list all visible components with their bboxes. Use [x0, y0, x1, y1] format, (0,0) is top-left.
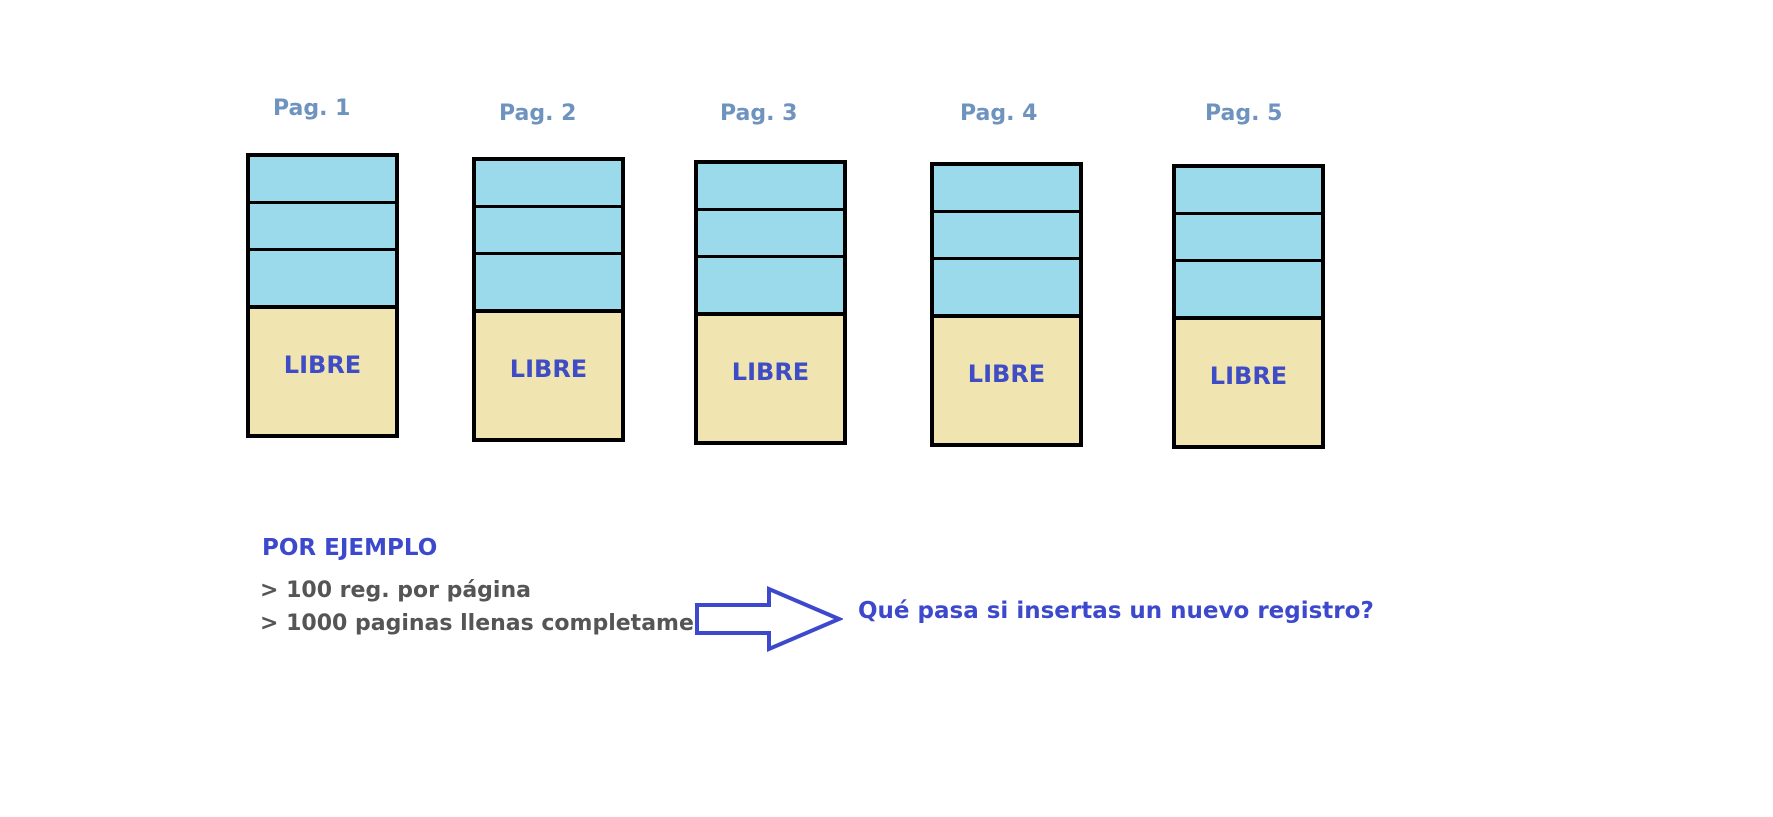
record-slot: [934, 166, 1079, 213]
page-label-5: Pag. 5: [1205, 101, 1283, 126]
record-slot: [698, 258, 843, 316]
page-block-3: LIBRE: [694, 160, 847, 445]
record-slot: [698, 164, 843, 211]
page-label-3: Pag. 3: [720, 101, 798, 126]
record-slot: [934, 213, 1079, 260]
question-text: Qué pasa si insertas un nuevo registro?: [858, 598, 1374, 624]
free-label: LIBRE: [283, 351, 362, 379]
page-label-2: Pag. 2: [499, 101, 577, 126]
page-block-5: LIBRE: [1172, 164, 1325, 449]
record-slot: [250, 204, 395, 251]
right-arrow-icon: [695, 585, 843, 653]
page-label-1: Pag. 1: [273, 96, 351, 121]
example-line-2: > 1000 paginas llenas completamente: [260, 611, 735, 636]
page-block-1: LIBRE: [246, 153, 399, 438]
example-line-1: > 100 reg. por página: [260, 578, 531, 603]
record-slot: [1176, 262, 1321, 320]
free-label: LIBRE: [731, 358, 810, 386]
record-slot: [1176, 168, 1321, 215]
free-label: LIBRE: [1209, 362, 1288, 390]
record-slot: [476, 161, 621, 208]
record-slot: [1176, 215, 1321, 262]
page-block-2: LIBRE: [472, 157, 625, 442]
record-slot: [250, 157, 395, 204]
free-space: LIBRE: [934, 318, 1079, 439]
free-label: LIBRE: [509, 355, 588, 383]
example-title: POR EJEMPLO: [262, 535, 438, 561]
free-space: LIBRE: [250, 309, 395, 430]
free-label: LIBRE: [967, 360, 1046, 388]
record-slot: [476, 208, 621, 255]
page-label-4: Pag. 4: [960, 101, 1038, 126]
free-space: LIBRE: [698, 316, 843, 437]
record-slot: [250, 251, 395, 309]
free-space: LIBRE: [1176, 320, 1321, 441]
record-slot: [698, 211, 843, 258]
free-space: LIBRE: [476, 313, 621, 434]
record-slot: [934, 260, 1079, 318]
page-block-4: LIBRE: [930, 162, 1083, 447]
record-slot: [476, 255, 621, 313]
